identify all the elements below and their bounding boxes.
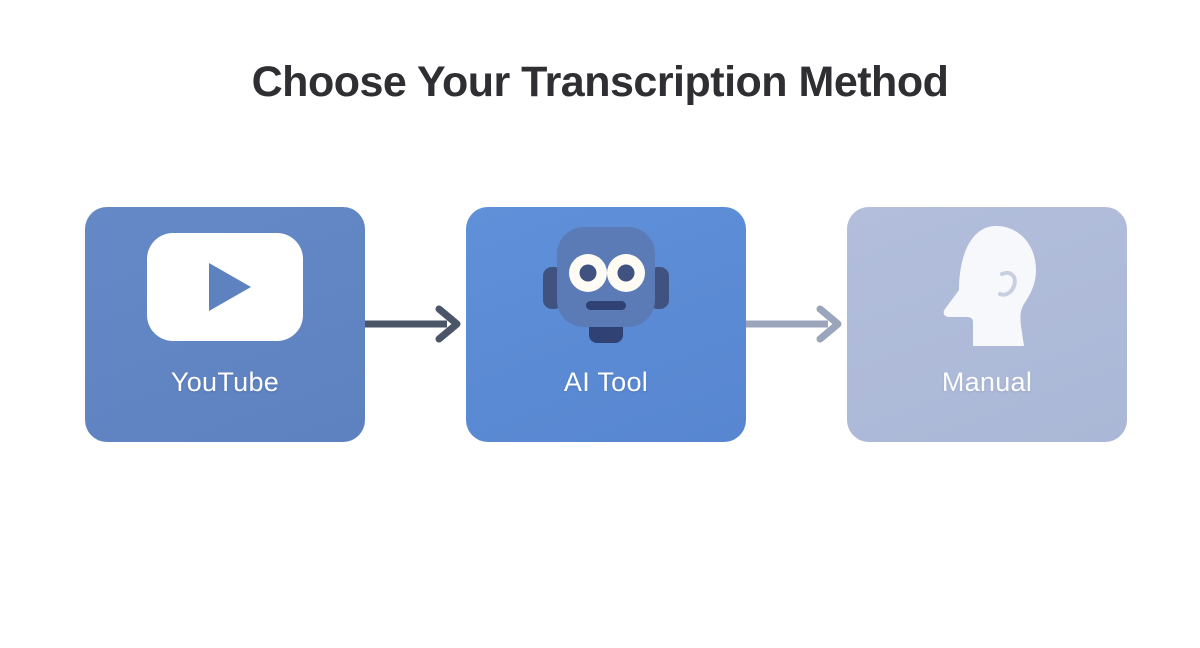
method-card-label-ai-tool: AI Tool — [563, 366, 649, 397]
method-flow: YouTube — [85, 205, 1127, 443]
method-card-label-manual: Manual — [941, 366, 1033, 397]
method-card-label-youtube: YouTube — [170, 366, 280, 397]
method-card-manual[interactable]: Manual — [847, 206, 1127, 442]
method-card-youtube[interactable]: YouTube — [85, 206, 365, 442]
youtube-play-icon — [147, 207, 303, 367]
arrow-right-icon-ai-to-manual — [746, 304, 847, 344]
human-head-profile-icon — [932, 207, 1042, 367]
method-card-ai-tool[interactable]: AI Tool — [466, 206, 746, 442]
robot-head-icon — [541, 207, 671, 367]
arrow-right-icon-youtube-to-ai — [365, 304, 466, 344]
page-title: Choose Your Transcription Method — [251, 58, 949, 106]
